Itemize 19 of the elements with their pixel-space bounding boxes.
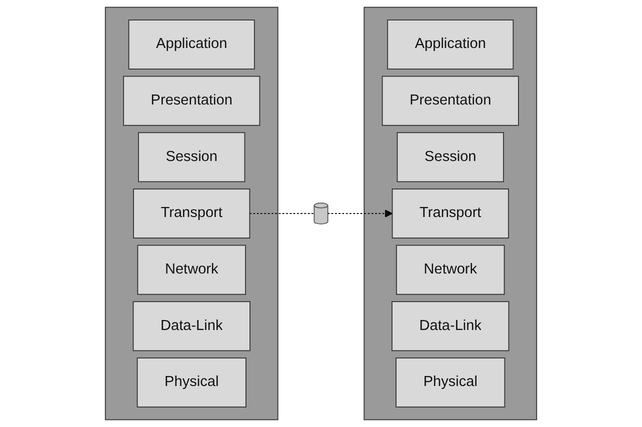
node-box: Physical: [396, 358, 506, 408]
connector: [249, 213, 315, 214]
arrow: [327, 210, 393, 218]
node-box: Presentation: [382, 76, 519, 126]
node-box: Data-Link: [392, 301, 510, 352]
node-box: Network: [396, 244, 505, 295]
node-box: Application: [387, 20, 514, 70]
cluster: [364, 6, 538, 420]
node-box: Physical: [136, 358, 246, 408]
node-cylinder: [314, 202, 328, 224]
node-box: Network: [137, 244, 246, 295]
node-box: Session: [396, 132, 504, 182]
node-box: Presentation: [123, 76, 260, 126]
node-box: Transport: [392, 188, 509, 238]
node-box: Data-Link: [132, 301, 250, 352]
cluster: [104, 6, 278, 420]
node-box: Transport: [133, 188, 250, 238]
node-box: Application: [128, 20, 255, 70]
node-box: Session: [138, 132, 246, 182]
